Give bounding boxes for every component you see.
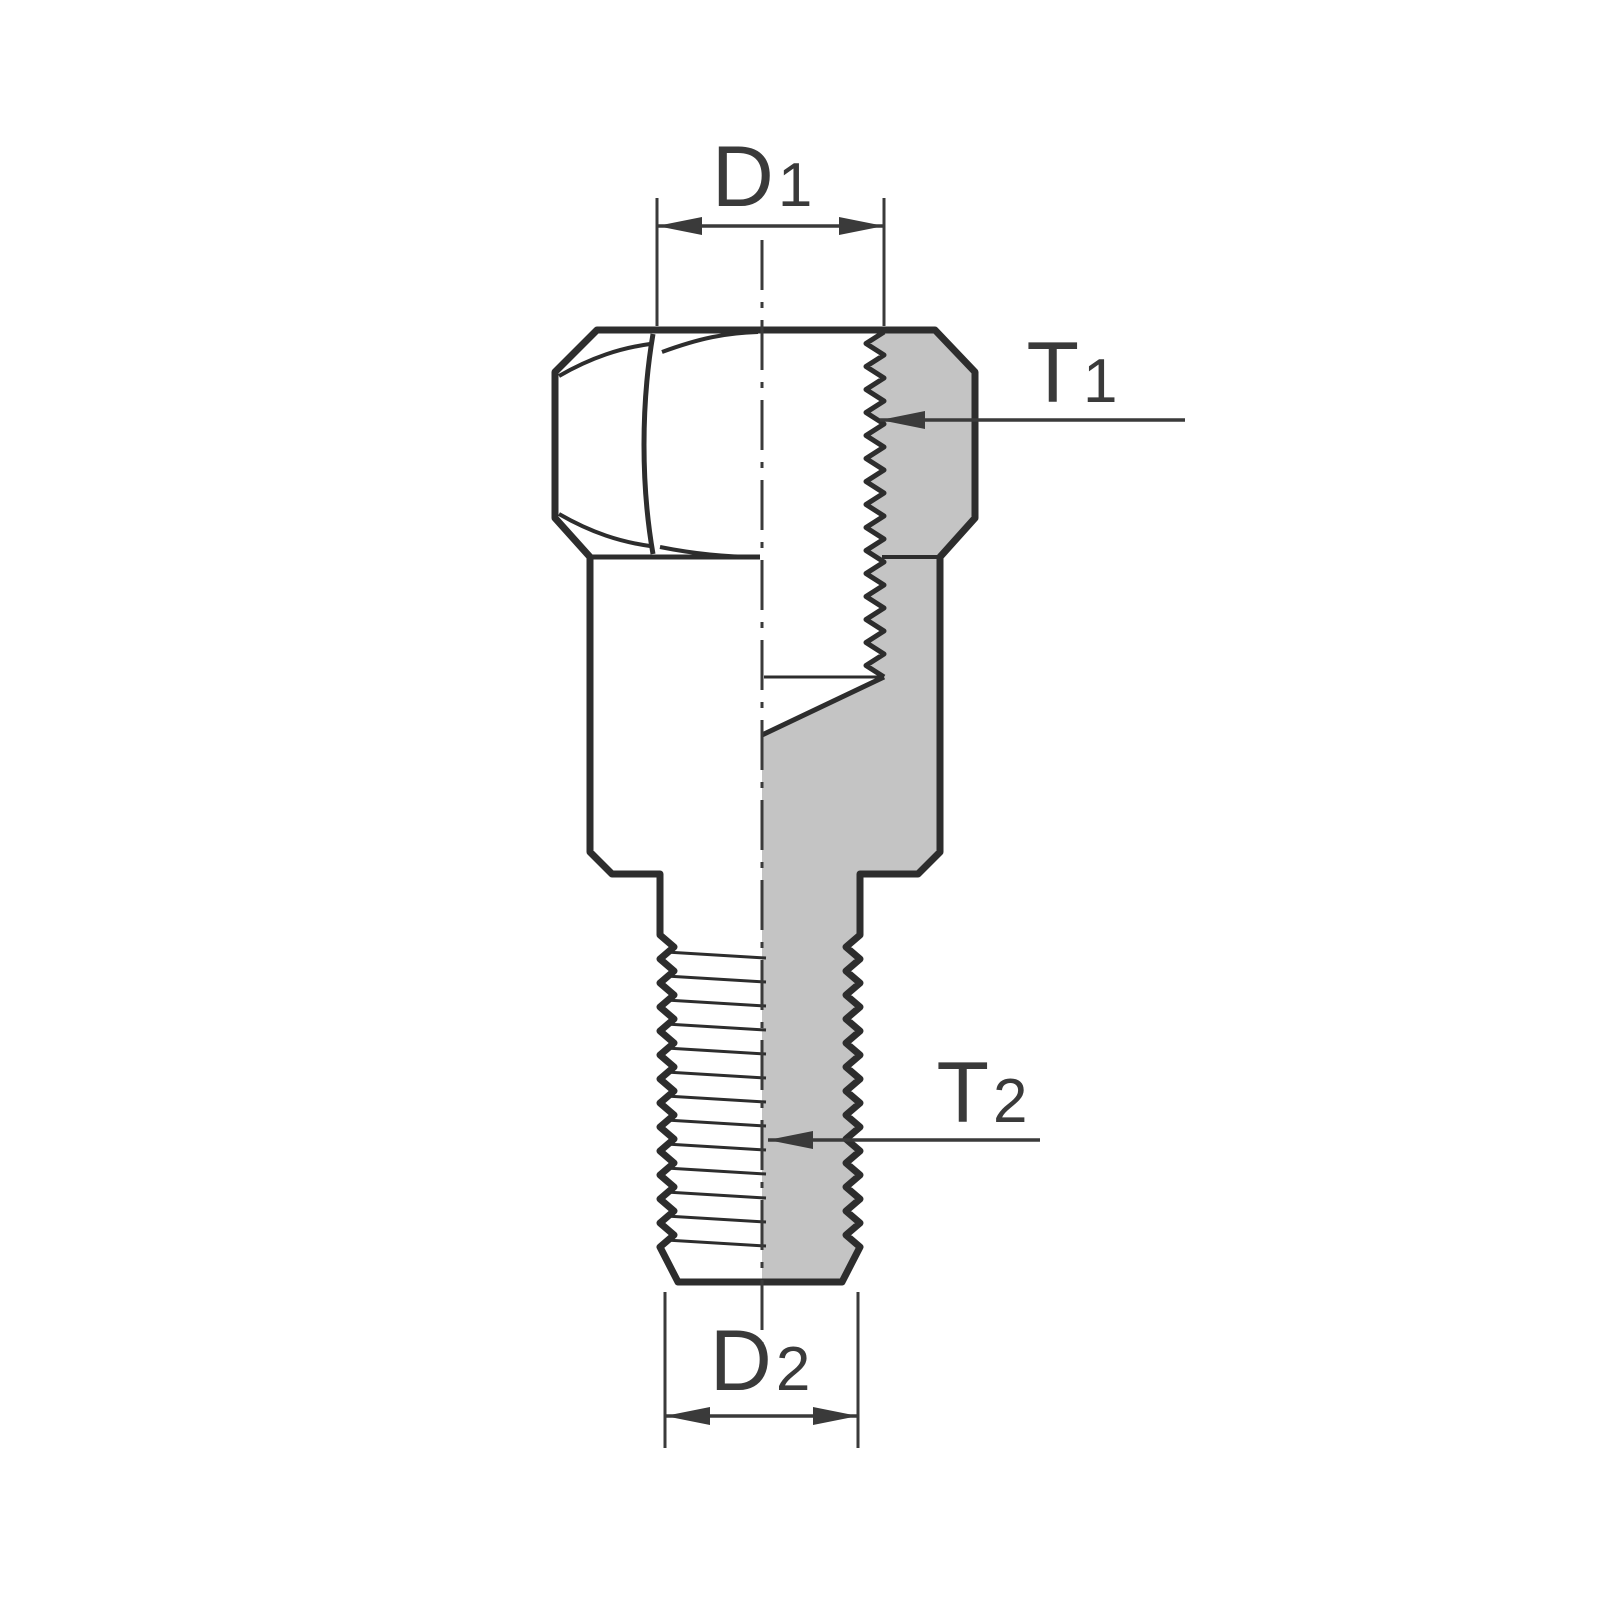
dim-d2-arrow-right — [813, 1407, 858, 1425]
leader-t1-arrow — [880, 411, 925, 429]
hex-facet-bottom-middle-arc — [659, 545, 759, 559]
hex-facet-edge-arc — [641, 333, 656, 555]
external-thread-crest-lines — [665, 950, 767, 1248]
label-d1: D1 — [712, 129, 813, 225]
dim-d1-arrow-right — [839, 217, 884, 235]
label-d2: D2 — [710, 1313, 811, 1409]
drill-cone-line — [760, 674, 886, 738]
part-outline — [551, 326, 979, 1286]
dim-d2-arrow-left — [665, 1407, 710, 1425]
hex-facet-top-middle-arc — [661, 330, 759, 354]
dim-d1-extension-lines — [655, 198, 886, 326]
section-fill — [762, 330, 975, 1282]
label-t1: T1 — [1026, 325, 1117, 421]
leader-t2-arrow — [768, 1131, 813, 1149]
label-t2: T2 — [936, 1045, 1027, 1141]
hex-facet-bottom-left-arc — [558, 512, 651, 548]
dim-d2-extension-lines — [663, 1292, 860, 1448]
dim-d1-arrow-left — [657, 217, 702, 235]
hex-facet-top-left-arc — [558, 342, 651, 378]
internal-thread-profile — [863, 329, 887, 680]
